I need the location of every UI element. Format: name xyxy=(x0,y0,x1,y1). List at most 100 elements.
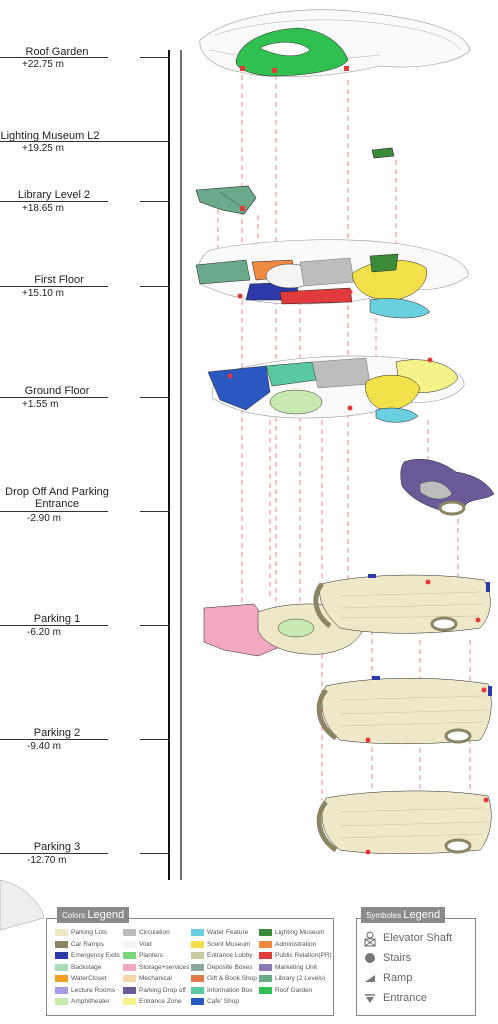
level-elevation: +19.25 m xyxy=(22,143,64,154)
level-elevation: +15.10 m xyxy=(22,288,64,299)
legend-label: Cafe' Shop xyxy=(207,998,239,1005)
plan-library-level-2 xyxy=(195,185,257,215)
plan-drop-off-parking-entrance xyxy=(400,459,495,516)
legend-swatch xyxy=(191,952,204,959)
legend-swatch xyxy=(123,952,136,959)
level-line xyxy=(0,201,108,202)
legend-label: WaterCloset xyxy=(71,975,107,982)
legend-label: Deposite Boxes xyxy=(207,963,253,971)
legend-label: Water Feature xyxy=(207,929,249,936)
legend-item: Parking Lots xyxy=(55,929,107,936)
legend-item: Entrance Lobby xyxy=(191,952,253,959)
legend-swatch xyxy=(259,975,272,982)
legend-item: Amphitheater xyxy=(55,998,110,1005)
legend-label: Roof Garden xyxy=(275,986,313,994)
level-name: Roof Garden xyxy=(25,46,89,58)
legend-item: Lighting Museum xyxy=(259,929,325,936)
level-tick xyxy=(140,57,170,58)
level-name: Parking 3 xyxy=(33,841,81,853)
level-tick xyxy=(140,141,170,142)
level-tick xyxy=(140,625,170,626)
legend-label: Parking Drop off xyxy=(139,986,186,994)
legend-label: Amphitheater xyxy=(71,998,110,1005)
legend-item: Library (2 Levels) xyxy=(259,975,325,982)
legend-item: Administration xyxy=(259,940,317,948)
legend-swatch xyxy=(191,975,204,982)
level-elevation: +22.75 m xyxy=(22,59,64,70)
ramp-icon xyxy=(363,971,377,985)
level-elevation: +1.55 m xyxy=(22,399,59,410)
level-tick xyxy=(140,739,170,740)
legend-label: Storage+services xyxy=(139,963,190,971)
level-tick xyxy=(140,397,170,398)
legend-swatch xyxy=(123,986,136,994)
level-name: Lighting Museum L2 xyxy=(0,130,100,142)
legend-item: Entrance Zone xyxy=(123,998,182,1005)
plan-parking-1 xyxy=(203,574,491,657)
level-name: Ground Floor xyxy=(24,385,90,397)
legend-label: Gift & Book Shop xyxy=(207,975,257,982)
legend-item: Planters xyxy=(123,952,163,959)
legend-label: Circulation xyxy=(139,929,170,936)
legend-label: Scent Museum xyxy=(207,940,251,948)
level-name: Parking 1 xyxy=(33,613,81,625)
legend-label: Void xyxy=(139,940,152,948)
legend-item: Void xyxy=(123,940,152,948)
legend-item: Water Feature xyxy=(191,929,248,936)
legend-label: Marketing Unit xyxy=(275,963,317,971)
legend-swatch xyxy=(55,998,68,1005)
plan-roof-garden xyxy=(199,9,471,78)
level-name: Parking 2 xyxy=(33,727,81,739)
legend-label: Car Ramps xyxy=(71,940,104,948)
symbol-legend-item: Stairs xyxy=(363,951,411,965)
legend-label: Information Box xyxy=(207,986,253,994)
legend-swatch xyxy=(123,963,136,971)
plan-lighting-museum-l2 xyxy=(371,147,395,159)
legend-swatch xyxy=(191,998,204,1005)
stairs-icon xyxy=(363,951,377,965)
level-elevation: -9.40 m xyxy=(27,741,61,752)
legend-item: Roof Garden xyxy=(259,986,313,994)
legend-swatch xyxy=(191,986,204,994)
level-tick xyxy=(140,201,170,202)
legend-item: Cafe' Shop xyxy=(191,998,239,1005)
level-name: First Floor xyxy=(34,274,84,286)
legend-item: Parking Drop off xyxy=(123,986,186,994)
legend-label: Administration xyxy=(275,940,317,948)
symbol-legend-item: Elevator Shaft xyxy=(363,931,452,947)
level-tick xyxy=(140,511,170,512)
level-elevation: +18.65 m xyxy=(22,203,64,214)
legend-item: Storage+services xyxy=(123,963,190,971)
legend-swatch xyxy=(55,963,68,971)
level-line xyxy=(0,739,108,740)
colors-legend-title: Colors Legend xyxy=(57,907,130,923)
legend-swatch xyxy=(55,929,68,936)
plan-first-floor xyxy=(195,239,469,319)
level-line xyxy=(0,853,108,854)
legend-item: Public Relation(PR) xyxy=(259,952,332,959)
entrance-icon xyxy=(363,991,377,1005)
plan-parking-2 xyxy=(316,676,492,745)
legend-swatch xyxy=(259,986,272,994)
level-tick xyxy=(140,286,170,287)
legend-item: Gift & Book Shop xyxy=(191,975,257,982)
level-line xyxy=(0,625,108,626)
legend-item: Deposite Boxes xyxy=(191,963,253,971)
legend-label: Planters xyxy=(139,952,163,959)
level-line xyxy=(0,286,108,287)
level-line xyxy=(0,141,140,142)
legend-label: Entrance Zone xyxy=(139,998,182,1005)
level-name: Drop Off And Parking Entrance xyxy=(5,486,109,510)
level-elevation: -12.70 m xyxy=(27,855,67,866)
legend-item: Information Box xyxy=(191,986,253,994)
legend-swatch xyxy=(123,929,136,936)
legend-swatch xyxy=(259,929,272,936)
legend-item: Backstage xyxy=(55,963,101,971)
legend-label: Mechanical xyxy=(139,975,172,982)
legend-item: Lecture Rooms xyxy=(55,986,115,994)
parking-stall-lines xyxy=(339,591,487,839)
level-line xyxy=(0,397,108,398)
legend-item: Marketing Unit xyxy=(259,963,317,971)
